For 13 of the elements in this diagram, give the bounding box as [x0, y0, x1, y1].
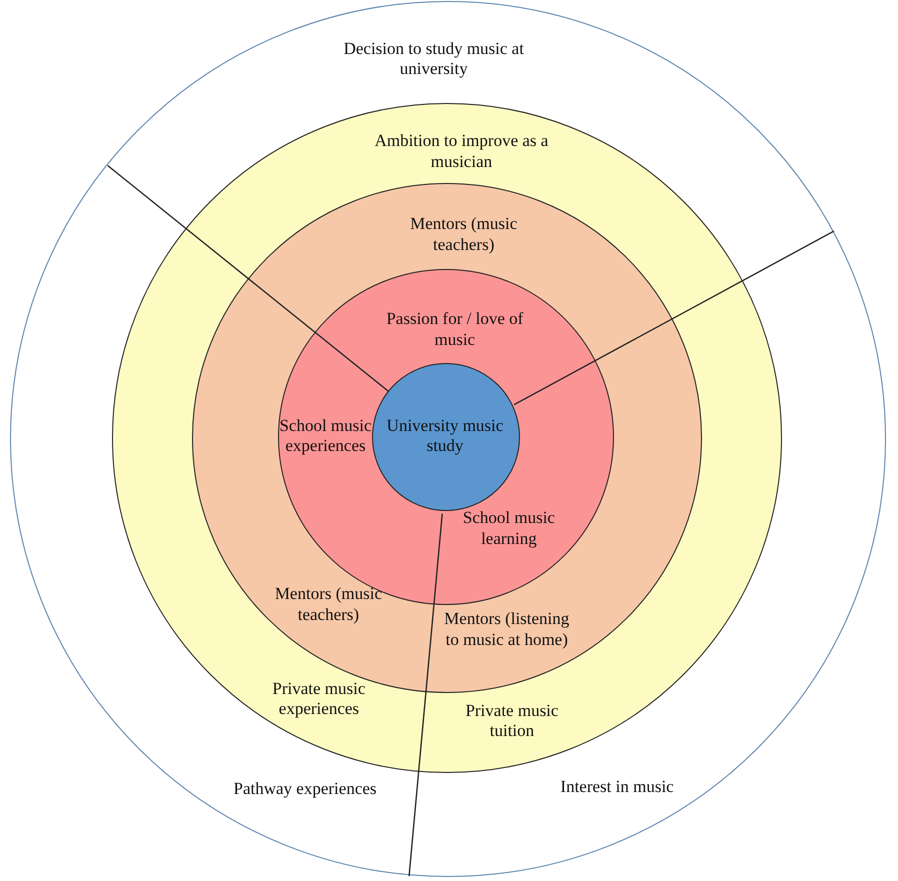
ring-label: Decision to study music at university: [342, 38, 525, 80]
ring-label: Mentors (music teachers): [274, 584, 383, 626]
ring-label: Ambition to improve as a musician: [374, 131, 550, 172]
ring-label: Interest in music: [559, 776, 675, 798]
ring-label: Private music tuition: [464, 700, 560, 742]
ring-label: School music learning: [462, 508, 556, 550]
ring-label: University music study: [386, 416, 504, 456]
ring-label: Passion for / love of music: [385, 309, 524, 350]
ring-label: Mentors (listening to music at home): [443, 609, 570, 650]
ring-label: Mentors (music teachers): [409, 214, 518, 256]
ring-label: School music experiences: [278, 416, 373, 457]
ring-label: Pathway experiences: [232, 779, 378, 800]
ring-label: Private music experiences: [271, 678, 366, 720]
